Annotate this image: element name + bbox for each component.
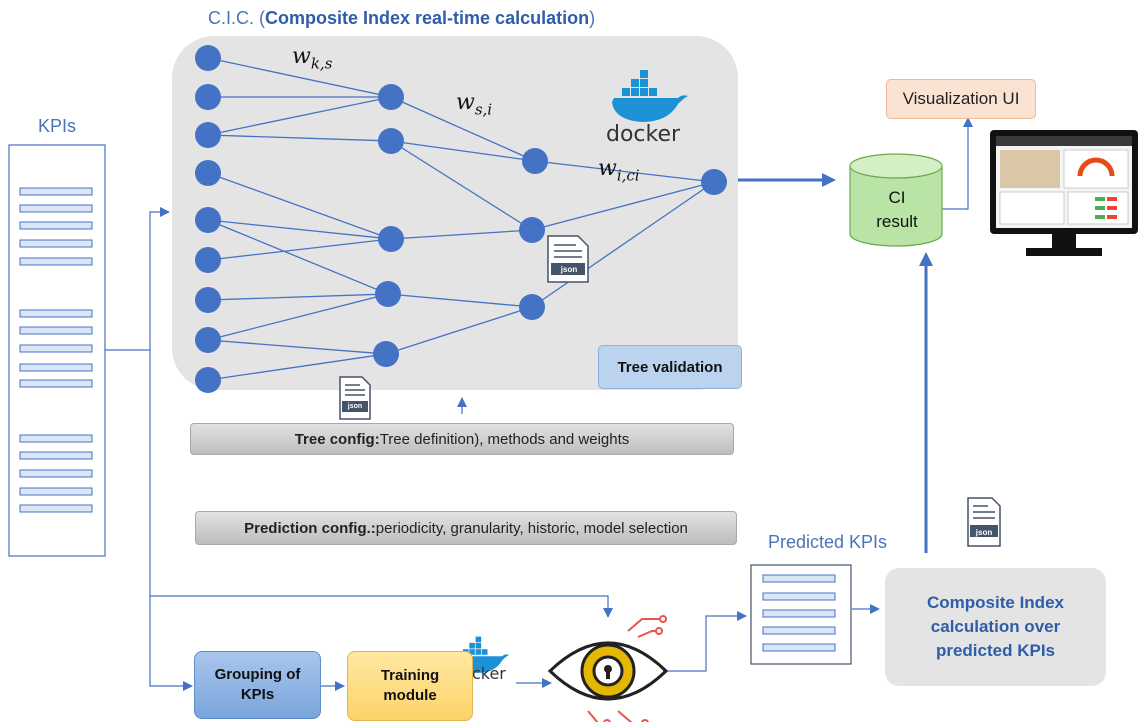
arrowhead: [160, 207, 170, 217]
arrowhead: [963, 117, 973, 127]
visualization-ui-box: Visualization UI: [886, 79, 1036, 119]
arrowhead: [870, 604, 880, 614]
arrowhead: [335, 681, 345, 691]
sub-index-node: [378, 84, 404, 110]
weight-label-ici: wi,ci: [598, 156, 640, 185]
ci-to-viz-connector: [942, 122, 969, 210]
tree-validation-box: Tree validation: [598, 345, 742, 389]
docker-whale-icon: [612, 70, 688, 122]
json-file-icon: [967, 497, 1001, 547]
prediction-config-bar: Prediction config.: periodicity, granula…: [195, 511, 737, 545]
input-node: [195, 45, 221, 71]
ai-eye-gear-icon: [547, 615, 669, 722]
input-node: [195, 367, 221, 393]
input-node: [195, 327, 221, 353]
kpi-list-items: [19, 187, 93, 513]
arrowhead: [183, 681, 193, 691]
cic-panel: [172, 36, 738, 390]
tree-nodes: [195, 45, 727, 393]
predicted-kpi-items: [762, 574, 836, 652]
sub-index-node: [378, 226, 404, 252]
json-file-label: json: [560, 265, 578, 274]
json-file-icon: [547, 235, 589, 283]
input-node: [195, 247, 221, 273]
input-node: [195, 122, 221, 148]
index-node: [522, 148, 548, 174]
input-node: [195, 84, 221, 110]
arrowhead: [542, 678, 552, 688]
sub-index-node: [373, 341, 399, 367]
arrowhead: [822, 173, 836, 187]
input-node: [195, 160, 221, 186]
weight-label-ks: wk,s: [292, 44, 333, 73]
predicted-kpis-label: Predicted KPIs: [768, 532, 888, 552]
tree-config-bar: Tree config: Tree definition), methods a…: [190, 423, 734, 455]
index-node: [519, 217, 545, 243]
kpis-label: KPIs: [38, 116, 77, 136]
arrowhead: [919, 252, 933, 266]
monitor-icon: [990, 130, 1138, 256]
json-file-icon: [339, 376, 371, 420]
index-node: [519, 294, 545, 320]
docker-label: docker: [606, 122, 681, 147]
input-node: [195, 207, 221, 233]
ai-to-pred-connector: [663, 615, 742, 672]
arrowhead: [603, 608, 613, 618]
tree-edges: [207, 57, 715, 381]
cic-title: C.I.C. (Composite Index real-time calcul…: [208, 8, 596, 28]
composite-index-node: [701, 169, 727, 195]
arrowhead: [737, 611, 747, 621]
ci-result-cylinder: [849, 153, 943, 247]
sub-index-node: [378, 128, 404, 154]
input-node: [195, 287, 221, 313]
json-file-label: json: [975, 528, 993, 537]
sub-index-node: [375, 281, 401, 307]
weight-label-si: ws,i: [456, 90, 493, 119]
json-file-label: json: [347, 403, 363, 410]
